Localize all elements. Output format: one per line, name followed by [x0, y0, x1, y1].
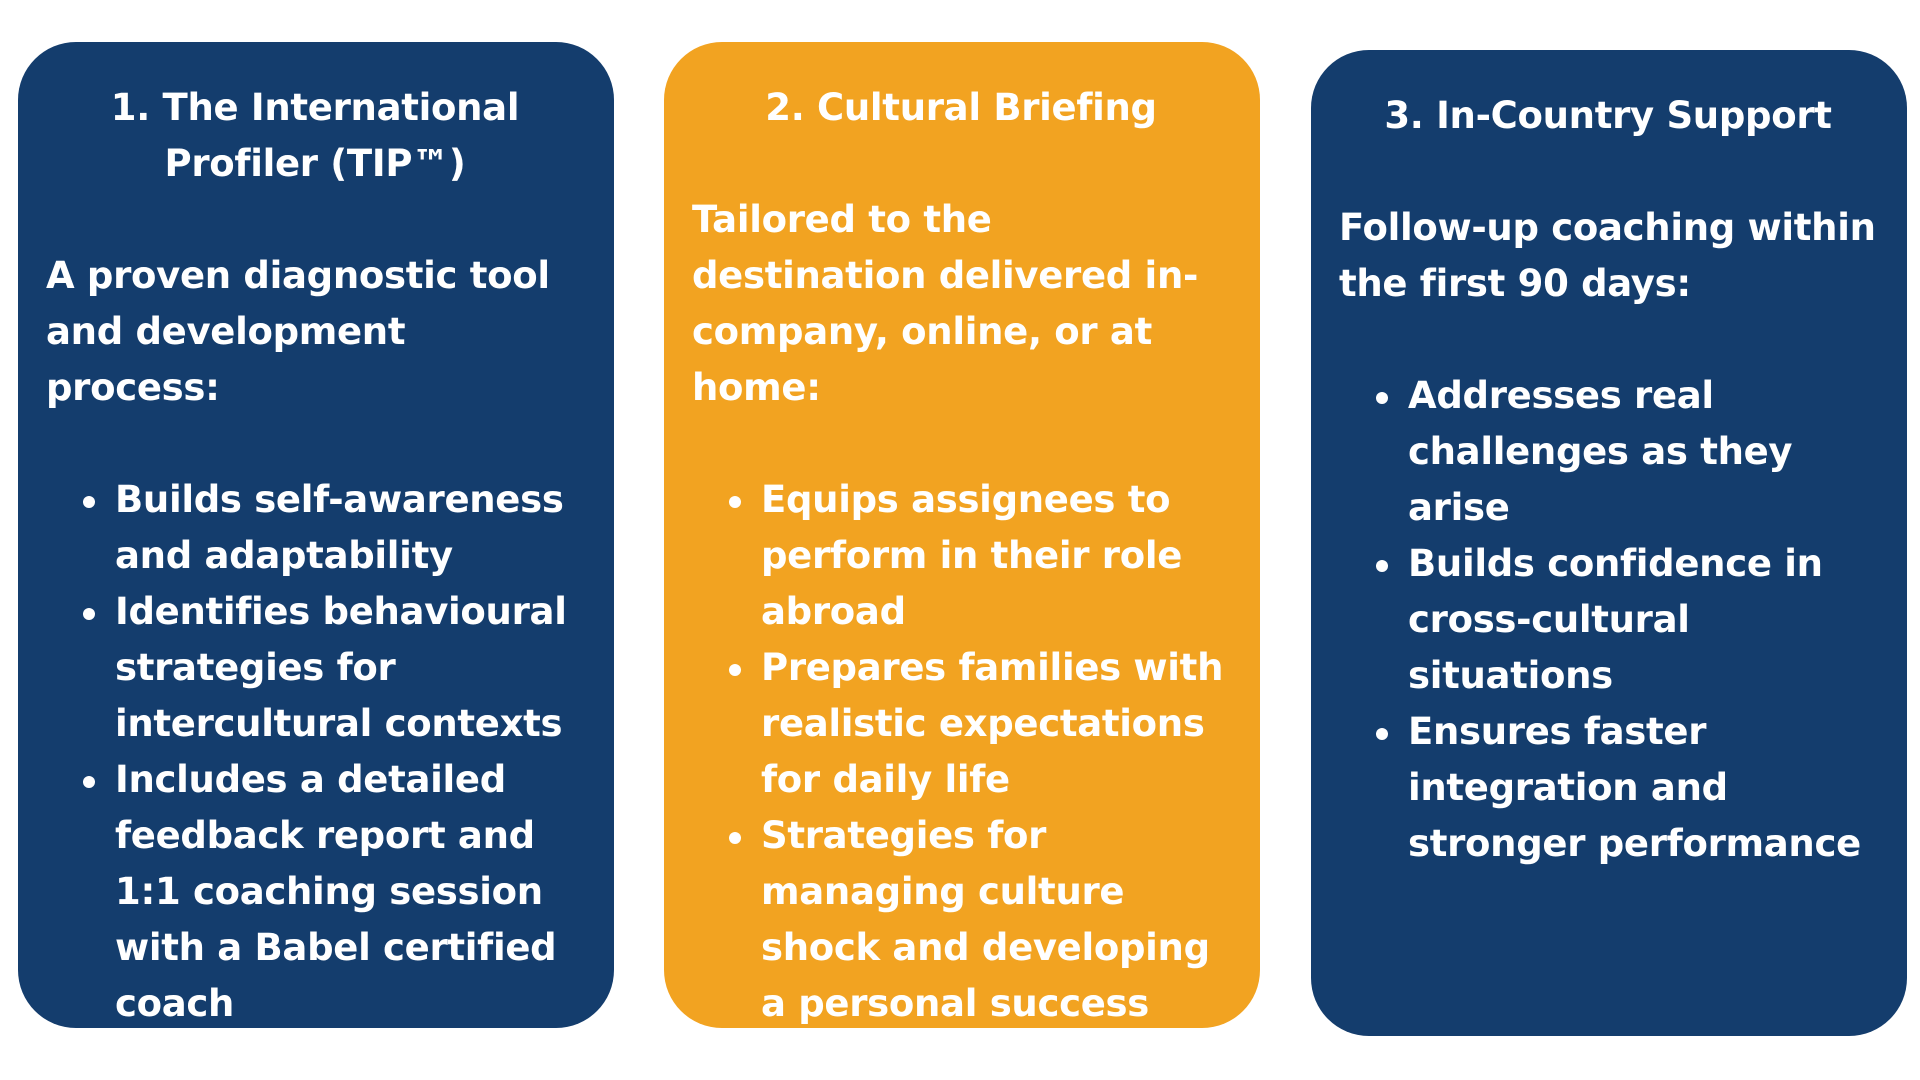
bullet-icon: [1376, 728, 1388, 740]
list-item-text: Prepares families with realistic expecta…: [761, 646, 1224, 801]
list-item-text: Includes a detailed feedback report and …: [115, 758, 557, 1025]
list-item: Ensures faster integration and stronger …: [1376, 704, 1877, 872]
bullet-icon: [83, 776, 95, 788]
bullet-list: Builds self-awareness and adaptability I…: [46, 472, 584, 1028]
card-cultural-briefing: 2. Cultural Briefing Tailored to the des…: [664, 42, 1260, 1028]
list-item: Builds self-awareness and adaptability: [83, 472, 584, 584]
list-item-text: Builds confidence in cross-cultural situ…: [1408, 542, 1823, 697]
bullet-icon: [83, 608, 95, 620]
list-item: Identifies behavioural strategies for in…: [83, 584, 584, 752]
card-title: 1. The International Profiler (TIP™): [110, 86, 520, 185]
list-item-text: Identifies behavioural strategies for in…: [115, 590, 567, 745]
bullet-list: Addresses real challenges as they arise …: [1339, 368, 1877, 872]
bullet-list: Equips assignees to perform in their rol…: [692, 472, 1230, 1028]
list-item-text: Addresses real challenges as they arise: [1408, 374, 1793, 529]
list-item: Prepares families with realistic expecta…: [729, 640, 1230, 808]
bullet-icon: [729, 496, 741, 508]
bullet-icon: [729, 832, 741, 844]
bullet-icon: [83, 496, 95, 508]
card-intro: Follow-up coaching within the first 90 d…: [1339, 206, 1876, 305]
bullet-icon: [729, 664, 741, 676]
list-item: Builds confidence in cross-cultural situ…: [1376, 536, 1877, 704]
card-title: 3. In-Country Support: [1384, 94, 1832, 137]
list-item: Equips assignees to perform in their rol…: [729, 472, 1230, 640]
card-in-country-support: 3. In-Country Support Follow-up coaching…: [1311, 50, 1907, 1036]
card-international-profiler: 1. The International Profiler (TIP™) A p…: [18, 42, 614, 1028]
list-item: Strategies for managing culture shock an…: [729, 808, 1230, 1028]
bullet-icon: [1376, 560, 1388, 572]
list-item-text: Equips assignees to perform in their rol…: [761, 478, 1183, 633]
card-intro: A proven diagnostic tool and development…: [46, 254, 550, 409]
list-item-text: Builds self-awareness and adaptability: [115, 478, 564, 577]
list-item-text: Ensures faster integration and stronger …: [1408, 710, 1861, 865]
bullet-icon: [1376, 392, 1388, 404]
card-title: 2. Cultural Briefing: [765, 86, 1157, 129]
list-item: Addresses real challenges as they arise: [1376, 368, 1877, 536]
list-item-text: Strategies for managing culture shock an…: [761, 814, 1210, 1025]
card-intro: Tailored to the destination delivered in…: [692, 198, 1199, 409]
list-item: Includes a detailed feedback report and …: [83, 752, 584, 1028]
